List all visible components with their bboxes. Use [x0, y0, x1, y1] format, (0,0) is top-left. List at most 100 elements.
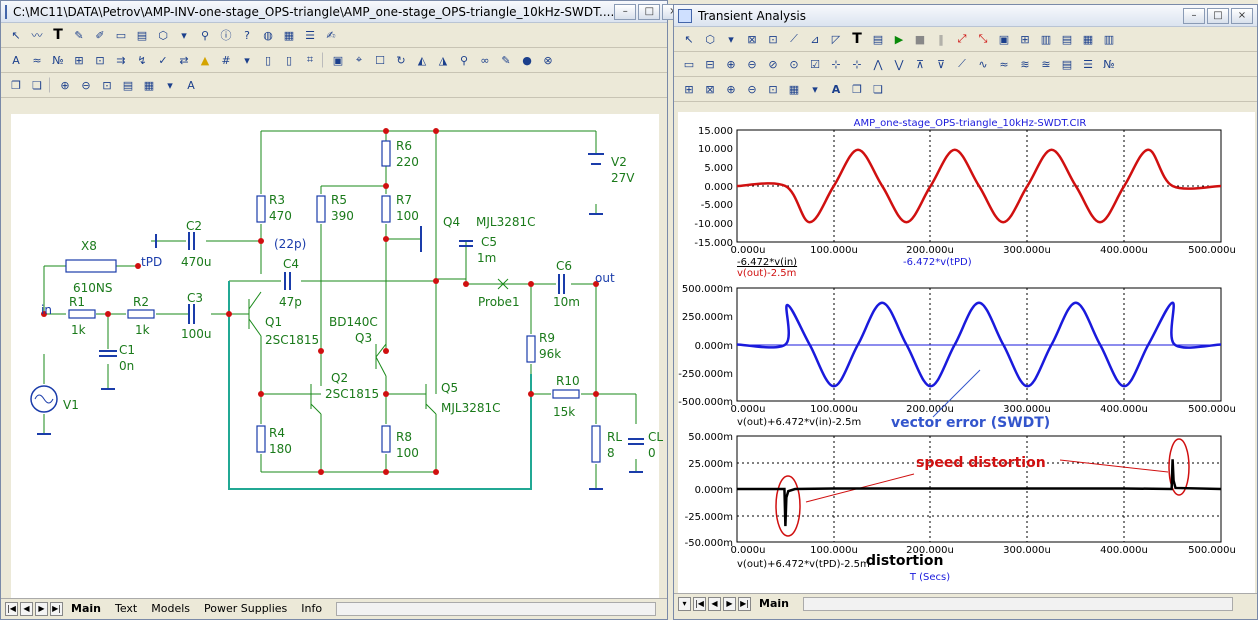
grid-text-icon[interactable]: ⊡: [95, 53, 105, 67]
notes-icon[interactable]: ✎: [501, 53, 511, 67]
brush-tool-icon[interactable]: ✐: [95, 28, 105, 42]
a-macro-icon[interactable]: ⬡: [705, 32, 715, 46]
a-stop-icon[interactable]: ■: [914, 32, 926, 46]
a-high-icon[interactable]: ⊼: [915, 57, 925, 71]
a-dropdown3-icon[interactable]: ▾: [678, 596, 691, 611]
palette-icon[interactable]: ▦: [143, 78, 155, 92]
a-zoom-fit-icon[interactable]: ⊡: [768, 82, 778, 96]
font-icon[interactable]: A: [187, 78, 195, 92]
bus-tool-icon[interactable]: ▭: [115, 28, 127, 42]
a-font-icon[interactable]: A: [831, 82, 841, 96]
properties-icon[interactable]: ▦: [283, 28, 295, 42]
dropdown-3-icon[interactable]: ▾: [167, 78, 173, 92]
analysis-maximize-button[interactable]: □: [1207, 7, 1229, 24]
a-palette-icon[interactable]: ▦: [788, 82, 800, 96]
a-box6-icon[interactable]: ▥: [1103, 32, 1115, 46]
a-zoom-out-icon[interactable]: ⊖: [747, 82, 757, 96]
last-page-icon[interactable]: ▶|: [50, 601, 63, 616]
border-icon[interactable]: ⌗: [306, 53, 314, 66]
a-num-icon[interactable]: №: [1103, 57, 1115, 71]
tab-main[interactable]: Main: [71, 602, 101, 615]
binoculars-icon[interactable]: ∞: [480, 53, 490, 67]
prev-page-icon[interactable]: ◀: [20, 601, 33, 616]
a-fit2-icon[interactable]: ⊠: [705, 82, 715, 96]
a-zoom-in-icon[interactable]: ⊕: [726, 82, 736, 96]
printer-icon[interactable]: ▤: [122, 78, 134, 92]
grid-icon[interactable]: #: [221, 53, 231, 67]
zoom-out-icon[interactable]: ⊖: [81, 78, 91, 92]
a-next-page-icon[interactable]: ▶: [723, 596, 736, 611]
a-inflect-icon[interactable]: ∿: [978, 57, 988, 71]
a-slope-icon[interactable]: ⟋: [958, 57, 966, 70]
a-tag2-icon[interactable]: ◸: [831, 32, 841, 46]
a-zoom3-icon[interactable]: ⊘: [768, 57, 778, 71]
component-tool-icon[interactable]: ▤: [136, 28, 148, 42]
tab-text[interactable]: Text: [114, 602, 138, 615]
group-icon[interactable]: ❐: [11, 78, 21, 92]
a-page-icon[interactable]: ▭: [683, 57, 695, 71]
a-prev-page-icon[interactable]: ◀: [708, 596, 721, 611]
a-cursor1-icon[interactable]: ⊹: [831, 57, 841, 71]
select-tool-icon[interactable]: ↖: [11, 28, 21, 42]
a-dropdown2-icon[interactable]: ▾: [812, 82, 818, 96]
ungroup-icon[interactable]: ❏: [32, 78, 42, 92]
a-last-page-icon[interactable]: ▶|: [738, 596, 751, 611]
first-page-icon[interactable]: |◀: [5, 601, 18, 616]
help-icon[interactable]: ?: [244, 28, 250, 42]
a-global-icon[interactable]: ≈: [999, 57, 1009, 71]
text-tool-icon[interactable]: T: [53, 27, 63, 43]
a-box1-icon[interactable]: ▣: [998, 32, 1010, 46]
pin-connections-icon[interactable]: ⊞: [74, 53, 84, 67]
maximize-button[interactable]: □: [638, 3, 661, 20]
a-dropdown-icon[interactable]: ▾: [728, 32, 734, 46]
macro-tool-icon[interactable]: ⬡: [158, 28, 168, 42]
analysis-minimize-button[interactable]: –: [1183, 7, 1205, 24]
a-check-icon[interactable]: ☑: [810, 57, 820, 71]
a-properties-icon[interactable]: ▤: [872, 32, 884, 46]
checkbox-icon[interactable]: ☐: [375, 53, 385, 67]
a-peak-icon[interactable]: ⋀: [873, 57, 883, 71]
dropdown-icon[interactable]: ▾: [181, 28, 187, 42]
horizontal-scrollbar[interactable]: [336, 601, 657, 616]
list-icon[interactable]: ☰: [305, 28, 315, 42]
current-flow-icon[interactable]: ⇉: [116, 53, 126, 67]
stop-icon[interactable]: ●: [522, 53, 532, 67]
zoom-fit-icon[interactable]: ⊡: [102, 78, 112, 92]
a-line-icon[interactable]: ⟋: [790, 32, 798, 45]
a-zoom-icon[interactable]: ⊕: [726, 57, 736, 71]
a-next-icon[interactable]: ≋: [1020, 57, 1030, 71]
a-first-page-icon[interactable]: |◀: [693, 596, 706, 611]
a-prev-icon[interactable]: ≊: [1041, 57, 1051, 71]
mirror-icon[interactable]: ◭: [417, 53, 427, 67]
a-text-icon[interactable]: T: [852, 31, 862, 47]
a-list-icon[interactable]: ☰: [1083, 57, 1093, 71]
title-block-icon[interactable]: ▣: [332, 53, 344, 67]
cancel-icon[interactable]: ⊗: [543, 53, 553, 67]
analysis-close-button[interactable]: ×: [1231, 7, 1253, 24]
tab-models[interactable]: Models: [151, 602, 190, 615]
dropdown-2-icon[interactable]: ▾: [244, 53, 250, 67]
a-ungroup-icon[interactable]: ❏: [873, 82, 883, 96]
a-low-icon[interactable]: ⊽: [936, 57, 946, 71]
conditions-icon[interactable]: ✓: [158, 53, 168, 67]
warning-icon[interactable]: ▲: [200, 53, 210, 67]
node-names-icon[interactable]: ≈: [32, 53, 42, 67]
schematic-canvas[interactable]: R6 220 R3 470 R5 390 R7 100 V2 27V Q4 MJ…: [11, 114, 663, 598]
a-graph-icon[interactable]: ⊡: [768, 32, 778, 46]
a-box5-icon[interactable]: ▦: [1082, 32, 1094, 46]
pencil-tool-icon[interactable]: ✎: [74, 28, 84, 42]
a-select-icon[interactable]: ↖: [684, 32, 694, 46]
probe-tool-icon[interactable]: ⚲: [200, 28, 210, 42]
wire-tool-icon[interactable]: 〰: [31, 29, 43, 42]
a-zoom4-icon[interactable]: ⊙: [789, 57, 799, 71]
edit-icon[interactable]: ✍: [326, 28, 336, 42]
zoom-in-icon[interactable]: ⊕: [60, 78, 70, 92]
find-icon[interactable]: ⚲: [459, 53, 469, 67]
a-run-icon[interactable]: ▶: [894, 32, 904, 46]
a-zoom2-icon[interactable]: ⊖: [747, 57, 757, 71]
page-icon[interactable]: ▯: [264, 53, 272, 67]
info-icon[interactable]: ⓘ: [220, 29, 232, 42]
a-scale-up-icon[interactable]: ⤢: [957, 32, 967, 45]
a-scale-down-icon[interactable]: ⤡: [978, 32, 988, 45]
a-page2-icon[interactable]: ⊟: [705, 57, 715, 71]
